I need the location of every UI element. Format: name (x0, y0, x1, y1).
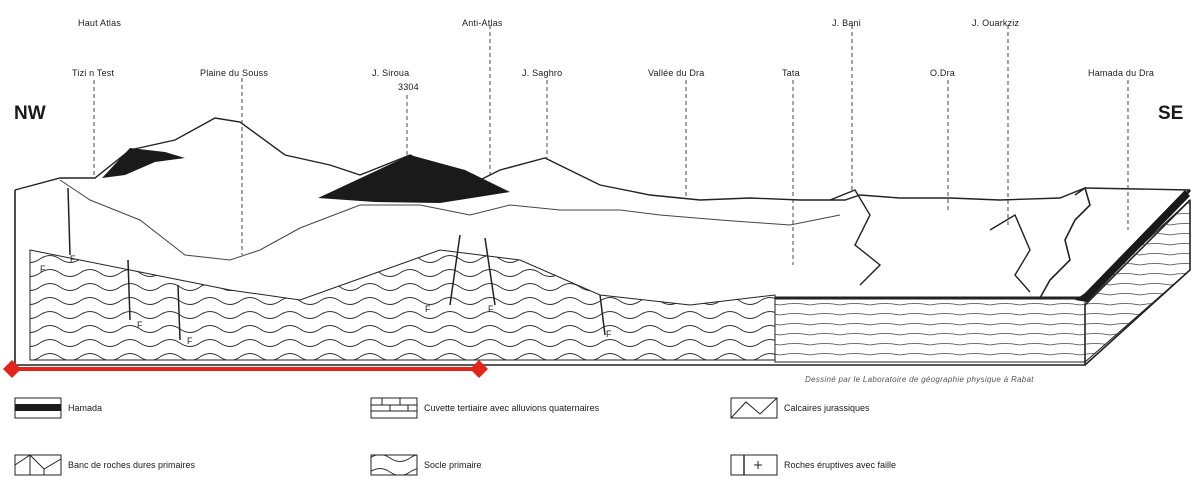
label-j-ouarkziz: J. Ouarkziz (972, 18, 1019, 28)
label-haut-atlas: Haut Atlas (78, 18, 121, 28)
scale-bar-left-end (3, 360, 21, 378)
fault-label-4: F (187, 336, 193, 346)
label-tata: Tata (782, 68, 800, 78)
fault-label-1: F (40, 264, 46, 274)
fault-label-5: F (425, 304, 431, 314)
label-j-siroua: J. Siroua (372, 68, 409, 78)
legend-label: Banc de roches dures primaires (68, 460, 195, 470)
label-vallee-dra: Vallée du Dra (648, 68, 704, 78)
label-hamada-dra: Hamada du Dra (1088, 68, 1154, 78)
label-tizi-n-test: Tizi n Test (72, 68, 114, 78)
legend-item-banc: Banc de roches dures primaires (14, 451, 195, 479)
label-j-siroua-alt: 3304 (398, 82, 419, 92)
label-anti-atlas: Anti-Atlas (462, 18, 503, 28)
scale-bar-right-end (470, 360, 488, 378)
socle-right (775, 298, 1085, 362)
socle-swatch-icon (370, 451, 418, 479)
orientation-nw: NW (14, 103, 46, 125)
label-j-saghro: J. Saghro (522, 68, 562, 78)
eruptives-swatch-icon (730, 451, 778, 479)
fault-label-2: F (70, 254, 76, 264)
legend-item-calcaires: Calcaires jurassiques (730, 394, 870, 422)
cuvette-swatch-icon (370, 394, 418, 422)
fault-label-7: F (606, 329, 612, 339)
legend-label: Roches éruptives avec faille (784, 460, 896, 470)
legend-item-cuvette: Cuvette tertiaire avec alluvions quatern… (370, 394, 599, 422)
calcaires-swatch-icon (730, 394, 778, 422)
skyline (15, 118, 1190, 200)
label-plaine-souss: Plaine du Souss (200, 68, 268, 78)
hamada-cliff (1040, 188, 1090, 298)
label-o-dra: O.Dra (930, 68, 955, 78)
siroua-volcano (318, 155, 510, 203)
legend-label: Calcaires jurassiques (784, 403, 870, 413)
ouarkziz-ridge (990, 215, 1030, 292)
label-j-bani: J. Bani (832, 18, 861, 28)
legend-label: Cuvette tertiaire avec alluvions quatern… (424, 403, 599, 413)
socle-front (30, 250, 775, 360)
banc-swatch-icon (14, 451, 62, 479)
legend-label: Hamada (68, 403, 102, 413)
fault-6 (68, 188, 70, 255)
fault-label-3: F (137, 320, 143, 330)
hamada-swatch-icon (14, 394, 62, 422)
fault-label-6: F (488, 304, 494, 314)
bani-ridge (830, 190, 880, 285)
legend-item-eruptives: Roches éruptives avec faille (730, 451, 896, 479)
orientation-se: SE (1158, 103, 1183, 125)
legend-item-socle: Socle primaire (370, 451, 482, 479)
drawing-credit: Dessiné par le Laboratoire de géographie… (805, 375, 1034, 384)
legend-item-hamada: Hamada (14, 394, 102, 422)
legend-label: Socle primaire (424, 460, 482, 470)
